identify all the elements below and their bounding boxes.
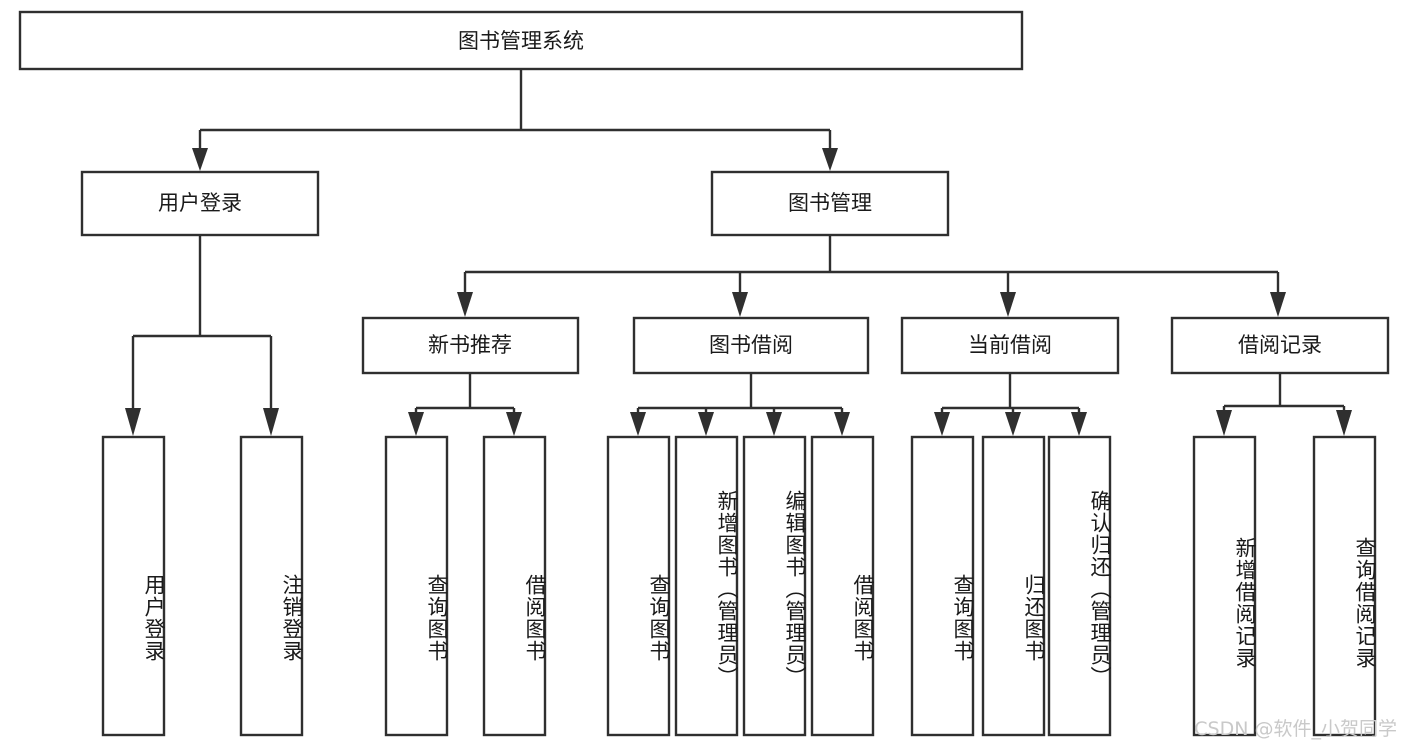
- leaf-node-box-add-record[interactable]: [1192, 435, 1257, 737]
- node-borrow-record-box[interactable]: [1170, 316, 1390, 375]
- csdn-watermark: CSDN @软件_小贺同学: [1194, 718, 1397, 740]
- arrow-head-leaf-add-book: [698, 412, 714, 436]
- leaf-node-box-confirm-return[interactable]: [1047, 435, 1112, 737]
- node-current-borrow[interactable]: 当前借阅: [900, 316, 1120, 375]
- node-borrow-record[interactable]: 借阅记录: [1170, 316, 1390, 375]
- node-current-borrow-label: 当前借阅: [968, 333, 1052, 357]
- arrow-head-leaf-confirm-return: [1071, 412, 1087, 436]
- leaf-node-box-borrow-book-1[interactable]: [482, 435, 547, 737]
- node-book-management-box[interactable]: [710, 170, 950, 237]
- leaf-node-box-query-book-2[interactable]: [606, 435, 671, 737]
- arrow-head-book-borrow: [732, 292, 748, 317]
- arrow-head-leaf-return-book: [1005, 412, 1021, 436]
- arrow-head-leaf-query-book-3: [934, 412, 950, 436]
- leaf-node-box-query-record[interactable]: [1312, 435, 1377, 737]
- node-new-book-recommend-label: 新书推荐: [428, 333, 512, 357]
- arrow-head-leaf-query-record: [1336, 410, 1352, 436]
- node-user-login-box[interactable]: [80, 170, 320, 237]
- connector-group-root: [192, 69, 838, 171]
- node-new-book-recommend-box[interactable]: [361, 316, 580, 375]
- node-current-borrow-box[interactable]: [900, 316, 1120, 375]
- arrow-head-book-mgmt: [822, 148, 838, 171]
- leaf-node-box-add-book[interactable]: [674, 435, 739, 737]
- arrow-head-leaf-borrow-book-2: [834, 412, 850, 436]
- node-root-system-label: 图书管理系统: [458, 29, 584, 53]
- node-book-management[interactable]: 图书管理: [710, 170, 950, 237]
- connector-group-book-borrow: [630, 373, 850, 436]
- arrow-head-current-borrow: [1000, 292, 1016, 317]
- node-borrow-record-label: 借阅记录: [1238, 333, 1322, 357]
- leaf-node-box-logout[interactable]: [239, 435, 304, 737]
- arrow-head-leaf-logout: [263, 408, 279, 436]
- leaf-node-box-query-book-1[interactable]: [384, 435, 449, 737]
- connector-group-borrow-record: [1216, 373, 1352, 436]
- leaf-node-box-user-login[interactable]: [101, 435, 166, 737]
- connector-group-new-book-rec: [408, 373, 522, 436]
- node-book-borrow-box[interactable]: [632, 316, 870, 375]
- node-book-borrow[interactable]: 图书借阅: [632, 316, 870, 375]
- node-root-system-box[interactable]: [18, 10, 1024, 71]
- leaf-node-box-edit-book[interactable]: [742, 435, 807, 737]
- leaf-node-box-borrow-book-2[interactable]: [810, 435, 875, 737]
- node-user-login[interactable]: 用户登录: [80, 170, 320, 237]
- arrow-head-leaf-user-login: [125, 408, 141, 436]
- node-book-management-label: 图书管理: [788, 191, 872, 215]
- connector-group-book-mgmt: [457, 235, 1286, 317]
- leaf-node-box-return-book[interactable]: [981, 435, 1046, 737]
- node-new-book-recommend[interactable]: 新书推荐: [361, 316, 580, 375]
- arrow-head-borrow-record: [1270, 292, 1286, 317]
- arrow-head-leaf-borrow-book-1: [506, 412, 522, 436]
- node-user-login-label: 用户登录: [158, 191, 242, 215]
- leaf-boxes-group: [101, 435, 1377, 737]
- node-book-borrow-label: 图书借阅: [709, 333, 793, 357]
- connector-group-user-login: [125, 235, 279, 436]
- arrow-head-leaf-query-book-2: [630, 412, 646, 436]
- arrow-head-leaf-edit-book: [766, 412, 782, 436]
- node-root-system[interactable]: 图书管理系统: [18, 10, 1024, 71]
- arrow-head-leaf-add-record: [1216, 410, 1232, 436]
- arrow-head-leaf-query-book-1: [408, 412, 424, 436]
- arrow-head-new-book-rec: [457, 292, 473, 317]
- connector-group-current-borrow: [934, 373, 1087, 436]
- leaf-node-box-query-book-3[interactable]: [910, 435, 975, 737]
- arrow-head-user-login: [192, 148, 208, 171]
